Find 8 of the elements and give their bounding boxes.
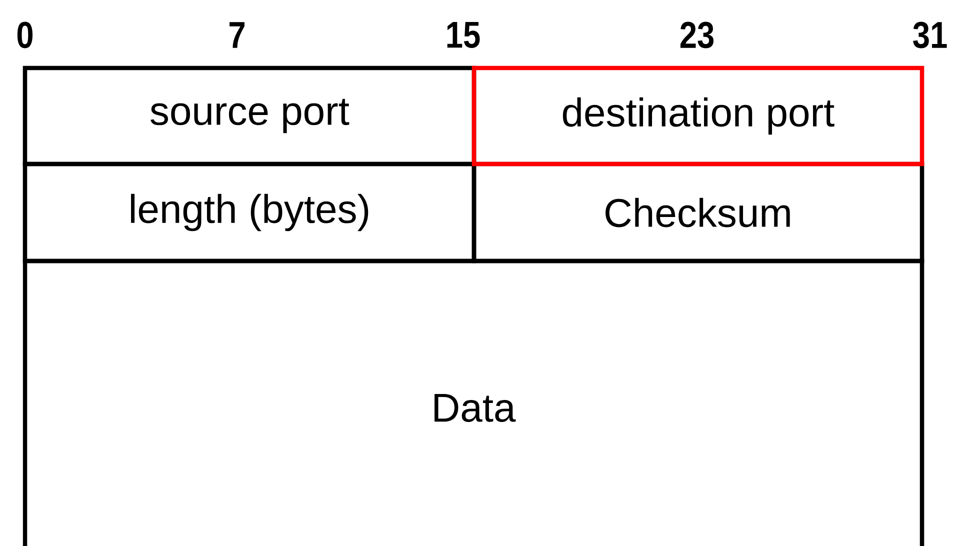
header-field: length (bytes) (22, 162, 476, 264)
bit-number: 31 (913, 22, 947, 48)
bit-number: 0 (17, 22, 33, 48)
header-field: destination port (472, 66, 924, 166)
data-field: Data (22, 258, 924, 546)
bit-number: 15 (447, 22, 480, 48)
header-field: source port (22, 66, 476, 166)
header-field: Checksum (472, 162, 924, 264)
